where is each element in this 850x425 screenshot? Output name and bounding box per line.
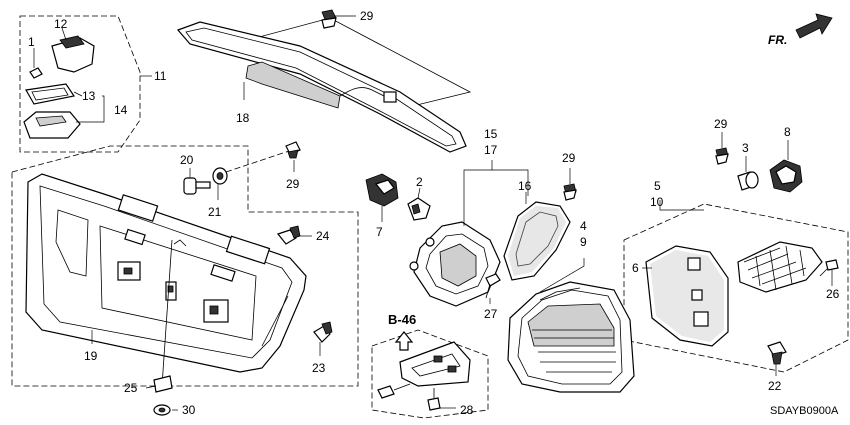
clip-29d [715,147,729,165]
callout-13: 13 [82,89,96,103]
leader-13 [73,91,83,97]
callout-12: 12 [54,17,68,31]
bolt-20 [183,177,211,195]
callout-29b: 29 [286,177,300,191]
leader-12 [61,27,67,41]
callout-1: 1 [28,35,35,49]
callout-8: 8 [784,125,791,139]
callout-19: 19 [84,349,98,363]
leader-2 [417,187,421,199]
group-box-11-14 [19,15,141,153]
callout-22: 22 [768,379,782,393]
reference-arrow [394,331,414,351]
callout-16: 16 [518,179,532,193]
high-mount-stop-light [176,21,467,153]
diagram-code: SDAYB0900A [770,405,839,417]
callout-9: 9 [580,235,587,249]
taillight-assembly [507,281,635,393]
front-direction-label: FR. [768,33,787,47]
bulb-3 [737,171,759,191]
group-box-high-mount [247,17,472,115]
callout-29c: 29 [562,151,576,165]
callout-7: 7 [376,225,383,239]
bolt-28 [427,388,441,411]
callout-25: 25 [124,381,138,395]
socket-8 [769,159,803,193]
group-box-bracket [371,329,489,419]
callout-2: 2 [416,175,423,189]
callout-14: 14 [114,103,128,117]
bolt-25 [153,239,173,393]
license-light-housing [23,35,95,139]
callout-24: 24 [316,229,330,243]
leader-14 [76,95,105,123]
clip-29b [285,141,301,159]
callout-6: 6 [632,261,639,275]
mounting-bracket [399,341,471,387]
bulb-2 [407,197,431,221]
callout-4: 4 [580,219,587,233]
callout-18: 18 [236,111,250,125]
clip-29c [563,183,577,201]
clip-23 [313,321,333,343]
callout-21: 21 [208,205,222,219]
gasket-16 [503,201,571,281]
leader-15-17-b [492,169,529,196]
socket-board [737,241,823,293]
bolt-bracket [377,383,411,399]
screw-26 [819,259,839,277]
callout-23: 23 [312,361,326,375]
clip-24 [276,225,301,245]
front-direction-arrow [795,13,833,39]
callout-5: 5 [654,179,661,193]
group-box-lid-garnish [11,145,359,387]
callout-17: 17 [484,143,498,157]
callout-29a: 29 [360,9,374,23]
callout-3: 3 [742,141,749,155]
callout-10: 10 [650,195,664,209]
callout-29d: 29 [714,117,728,131]
callout-20: 20 [180,153,194,167]
callout-26: 26 [826,287,840,301]
callout-11: 11 [154,69,167,83]
callout-30: 30 [182,403,196,417]
screw-27 [485,273,501,299]
leader-15-17 [463,160,493,226]
callout-27: 27 [484,307,498,321]
socket-7 [365,173,399,207]
lens-base [409,221,501,307]
callout-28: 28 [460,403,474,417]
trunk-lid-garnish [25,173,307,373]
leader-4-9 [539,258,585,293]
nut-30 [153,404,171,416]
leader-25 [145,385,157,389]
cover-plate-6 [645,245,729,347]
reference-b46: B-46 [388,312,416,327]
callout-15: 15 [484,127,498,141]
washer-21 [212,167,228,185]
clip-29a [321,9,337,29]
clip-22 [767,341,787,365]
leader-5-10 [659,200,704,211]
leader-dash-lid [225,149,293,173]
